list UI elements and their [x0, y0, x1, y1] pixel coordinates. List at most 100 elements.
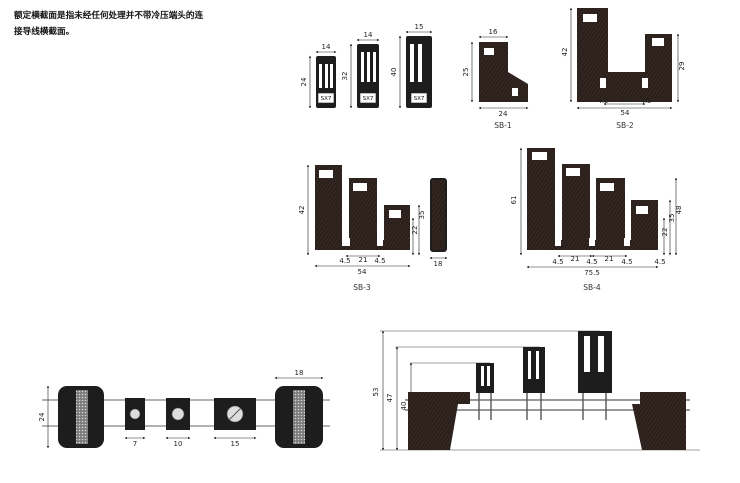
sb1-caption: SB-1: [494, 121, 512, 130]
sb4-pin-pitch-3: 4.5: [621, 258, 632, 266]
small-lug-3-marking: SX7: [414, 96, 425, 102]
small-lug-1-marking: SX7: [321, 96, 332, 102]
sb2-slot-right: [642, 78, 648, 88]
sb3-slot-2: [377, 240, 383, 246]
sb3-thickness: 18: [434, 260, 443, 268]
side-view-end-cap-left-texture: [76, 390, 88, 444]
sb2-pin-pitch-left: 4.5: [597, 97, 608, 105]
sb4-window-2: [566, 168, 580, 176]
assembly-lug-medium: [523, 347, 545, 393]
small-lug-1-label-plate: [317, 92, 335, 104]
side-view-width-3: 15: [231, 440, 240, 448]
assembly-height-1: 53: [372, 388, 380, 397]
small-lug-2: SX7 14 32: [341, 31, 380, 109]
sb2-height-left: 42: [561, 48, 569, 57]
small-lug-1-slot-b: [325, 64, 328, 88]
small-lug-3: SX7 15 40: [390, 23, 433, 109]
note-line-1: 额定横截面是指未经任何处理并不带冷压端头的连: [14, 11, 204, 21]
assembly-lug-large-slot-b: [598, 336, 604, 372]
sb4-window-3: [600, 183, 614, 191]
assembly-support-right: [632, 392, 686, 450]
sb1-slot: [512, 88, 518, 96]
assembly-lug-medium-slot-a: [528, 351, 531, 379]
small-lug-1-height: 24: [300, 77, 308, 86]
sb2-pin-spacing: 20: [621, 96, 630, 104]
sb3-side-plate-texture: [432, 180, 445, 250]
sb4-pin-pitch-1: 4.5: [552, 258, 563, 266]
sb4-pin-pitch-4: 4.5: [654, 258, 665, 266]
small-lug-1: SX7 14 24: [300, 43, 337, 109]
sb3-window-3: [389, 210, 401, 218]
sb1-terminal: 16 25 24 4.5 SB-1: [462, 28, 529, 130]
sb1-body: [479, 42, 528, 102]
small-lug-3-height: 40: [390, 68, 398, 77]
sb2-pin-pitch-right: 4.5: [640, 97, 651, 105]
small-lug-1-width: 14: [322, 43, 331, 51]
assembly-lug-small-slot-a: [481, 366, 484, 386]
assembly-support-left: [408, 392, 470, 450]
small-lug-2-slot-a: [361, 52, 364, 82]
sb3-terminal: 42 35 22 21 4.5 4.5 54 SB-3 18: [298, 164, 448, 292]
assembly-lug-small-slot-b: [487, 366, 490, 386]
small-lug-3-label-plate: [410, 92, 428, 104]
sb4-height-3: 35: [668, 214, 676, 223]
small-lug-2-width: 14: [364, 31, 373, 39]
assembly-lug-small: [476, 363, 494, 393]
sb4-slot-2: [589, 238, 595, 246]
sb3-height-mid: 35: [418, 211, 426, 220]
side-view-screw-2: [171, 407, 185, 421]
sb2-slot-left: [600, 78, 606, 88]
sb4-window-1: [532, 152, 547, 160]
sb3-window-2: [353, 183, 367, 191]
sb4-base-width: 75.5: [584, 269, 600, 277]
sb1-window: [484, 48, 494, 55]
side-view-end-width: 18: [295, 369, 304, 377]
sb4-caption: SB-4: [583, 283, 601, 292]
assembly-lug-large-slot-a: [584, 336, 590, 372]
small-lug-2-marking: SX7: [363, 96, 374, 102]
sb1-top-width: 16: [489, 28, 498, 36]
small-lug-2-slot-c: [373, 52, 376, 82]
small-lug-1-slot-a: [319, 64, 322, 88]
sb3-base-width: 54: [358, 268, 367, 276]
assembly-view: 53 47 40: [372, 330, 700, 451]
note-line-2: 接导线横截面。: [14, 27, 75, 37]
sb3-height-right: 22: [411, 226, 419, 235]
side-view-screw-3-slot: [228, 407, 242, 421]
sb4-pin-spacing-2: 21: [605, 255, 614, 263]
sb1-base-width: 24: [499, 110, 508, 118]
small-lug-2-label-plate: [359, 92, 377, 104]
small-lug-3-slot-a: [410, 44, 414, 82]
sb4-terminal: 61 48 35 22 21 21 4.5 4.5 4.5 4.5 75.5 S…: [510, 147, 683, 292]
sb2-body: [577, 8, 672, 102]
sb4-window-4: [636, 206, 648, 214]
assembly-lug-medium-slot-b: [536, 351, 539, 379]
sb3-height: 42: [298, 206, 306, 215]
sb3-body: [315, 165, 410, 250]
small-lug-2-height: 32: [341, 72, 349, 81]
sb1-height: 25: [462, 68, 470, 77]
sb2-window-left: [583, 14, 597, 22]
side-view: 24 7 10 15 18: [38, 369, 330, 449]
sb2-caption: SB-2: [616, 121, 634, 130]
side-view-width-2: 10: [174, 440, 183, 448]
sb3-slot-1: [342, 238, 350, 246]
sb4-height-2: 48: [675, 206, 683, 215]
small-lug-3-slot-b: [418, 44, 422, 82]
assembly-lug-large: [578, 331, 612, 393]
sb4-height: 61: [510, 196, 518, 205]
sb3-window-1: [319, 170, 333, 178]
sb4-slot-1: [555, 238, 561, 246]
sb2-base-width: 54: [621, 109, 630, 117]
sb4-body: [527, 148, 658, 250]
sb2-height-right: 29: [678, 62, 686, 71]
small-lug-3-width: 15: [415, 23, 424, 31]
sb2-terminal: 42 29 20 4.5 4.5 54 SB-2: [561, 7, 686, 130]
sb3-pin-spacing: 21: [359, 256, 368, 264]
sb4-pin-spacing-1: 21: [571, 255, 580, 263]
side-view-end-cap-right-texture: [293, 390, 305, 444]
sb3-pin-pitch-right: 4.5: [374, 257, 385, 265]
sb4-height-4: 22: [661, 228, 669, 237]
sb3-caption: SB-3: [353, 283, 371, 292]
